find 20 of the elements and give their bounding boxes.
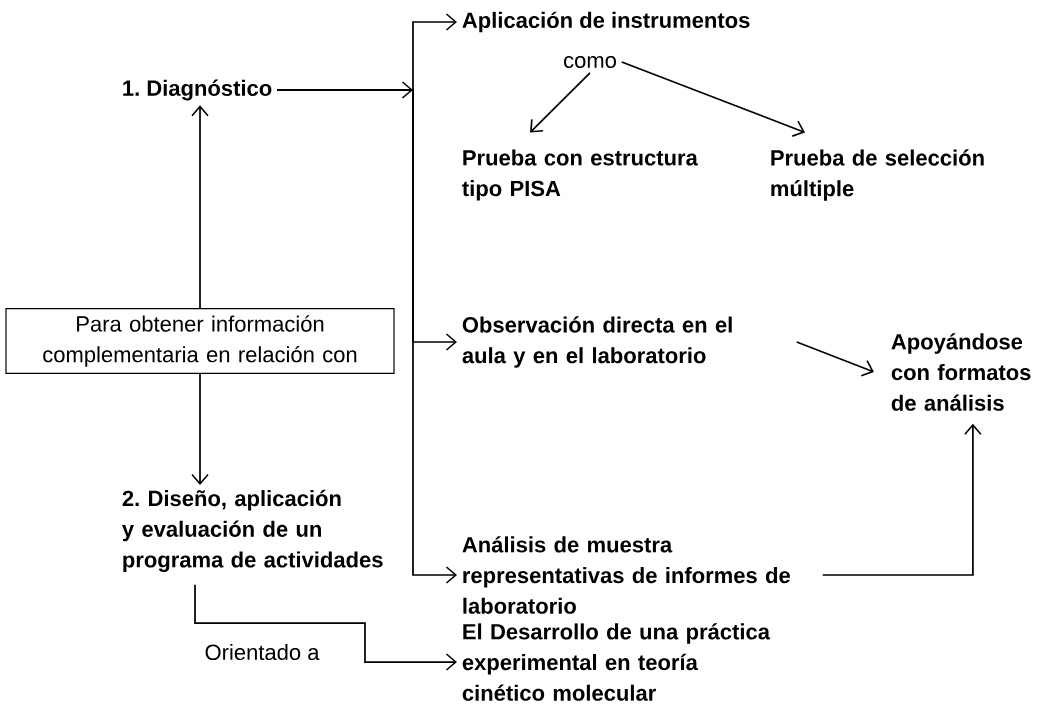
node-label: 2. Diseño, aplicación y evaluación de un programa de actividades bbox=[122, 489, 383, 572]
arrow bbox=[191, 105, 209, 309]
edge-label: Orientado a bbox=[201, 641, 323, 663]
node-label: Análisis de muestra representativas de informes de laboratorio bbox=[462, 536, 790, 614]
arrow bbox=[620, 61, 805, 137]
node-label: Prueba de selección múltiple bbox=[771, 149, 984, 201]
text-box: Para obtener información complementaria en relación con bbox=[5, 308, 395, 374]
arrow bbox=[530, 72, 591, 133]
arrow bbox=[191, 373, 209, 485]
node-label: Aplicación de instrumentos bbox=[462, 11, 750, 33]
node-label: como bbox=[564, 56, 616, 68]
node-label: El Desarrollo de una práctica experimental en teoría cinético molecular bbox=[462, 623, 771, 701]
arrow bbox=[194, 584, 457, 671]
node-label: 1. Diagnóstico bbox=[123, 79, 272, 101]
arrow bbox=[821, 423, 982, 576]
node-label: Apoyándose con formatos de análisis bbox=[891, 333, 1031, 411]
arrow bbox=[795, 341, 874, 377]
node-label: Prueba con estructura tipo PISA bbox=[462, 149, 698, 201]
arrow bbox=[276, 89, 457, 584]
node-label: Observación directa en el aula y en el laboratorio bbox=[462, 316, 732, 368]
